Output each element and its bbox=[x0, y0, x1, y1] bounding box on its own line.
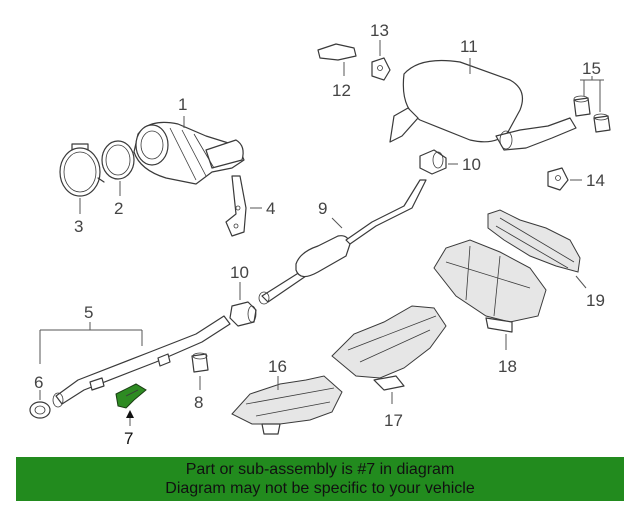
part-16-heat-shield[interactable] bbox=[231, 375, 343, 435]
part-5-front-pipe[interactable] bbox=[52, 315, 231, 408]
part-13-hanger[interactable] bbox=[371, 57, 391, 81]
banner-line-part: Part or sub-assembly is #7 in diagram bbox=[185, 461, 455, 478]
label-1: 1 bbox=[178, 95, 187, 114]
label-14: 14 bbox=[586, 171, 605, 190]
label-9: 9 bbox=[318, 199, 327, 218]
label-15: 15 bbox=[582, 59, 601, 78]
part-18-heat-shield[interactable] bbox=[433, 239, 547, 333]
part-4-bracket[interactable] bbox=[225, 175, 247, 237]
callout-19 bbox=[575, 275, 587, 289]
part-15-exhaust-tips[interactable] bbox=[573, 95, 611, 133]
label-4: 4 bbox=[266, 199, 275, 218]
label-19: 19 bbox=[586, 291, 605, 310]
callout-9 bbox=[331, 217, 343, 229]
exhaust-system-diagram: 3 2 1 4 9 10 bbox=[29, 21, 611, 448]
part-2-gasket[interactable] bbox=[101, 140, 135, 180]
part-3-clamp[interactable] bbox=[59, 143, 105, 197]
part-info-banner: Part or sub-assembly is #7 in diagram Di… bbox=[16, 457, 624, 501]
label-5: 5 bbox=[84, 303, 93, 322]
label-18: 18 bbox=[498, 357, 517, 376]
part-11-rear-muffler[interactable] bbox=[389, 59, 577, 151]
part-6-clamp[interactable] bbox=[29, 401, 51, 419]
arrow-7 bbox=[126, 410, 134, 418]
part-10-clamp-lower[interactable] bbox=[229, 301, 257, 327]
label-17: 17 bbox=[384, 411, 403, 430]
label-6: 6 bbox=[34, 373, 43, 392]
part-19-heat-shield[interactable] bbox=[487, 209, 581, 273]
label-13: 13 bbox=[370, 21, 389, 40]
label-10-lower: 10 bbox=[230, 263, 249, 282]
label-16: 16 bbox=[268, 357, 287, 376]
label-12: 12 bbox=[332, 81, 351, 100]
callout-5 bbox=[39, 322, 143, 364]
banner-line-disclaimer: Diagram may not be specific to your vehi… bbox=[165, 480, 475, 497]
label-11: 11 bbox=[460, 37, 478, 56]
label-2: 2 bbox=[114, 199, 123, 218]
part-7-bracket-highlighted[interactable] bbox=[115, 383, 147, 409]
part-17-heat-shield[interactable] bbox=[331, 305, 447, 391]
part-8-sleeve[interactable] bbox=[191, 352, 209, 373]
part-10-clamp-upper[interactable] bbox=[419, 149, 447, 175]
label-10-upper: 10 bbox=[462, 155, 481, 174]
part-1-catalytic-converter[interactable] bbox=[133, 121, 245, 185]
part-12-bracket[interactable] bbox=[317, 43, 357, 61]
callout-15 bbox=[580, 76, 604, 112]
part-14-hanger[interactable] bbox=[547, 167, 569, 191]
label-3: 3 bbox=[74, 217, 83, 236]
label-8: 8 bbox=[194, 393, 203, 412]
part-9-intermediate-pipe[interactable] bbox=[258, 179, 427, 305]
label-7: 7 bbox=[124, 429, 133, 448]
